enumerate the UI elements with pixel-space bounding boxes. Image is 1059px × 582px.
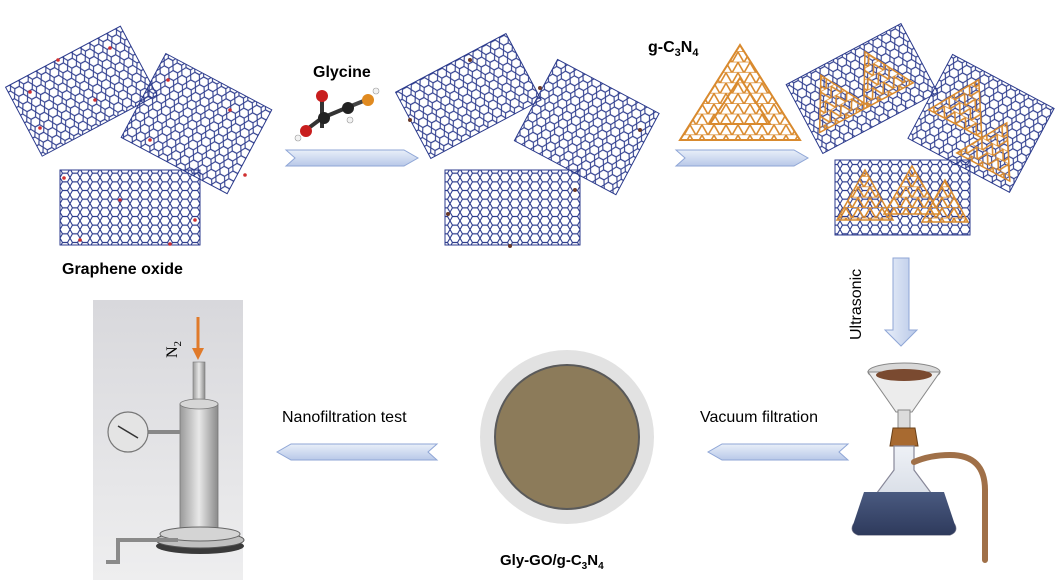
label-gcn-mid: N: [680, 39, 693, 56]
arrow-step-1: [284, 149, 420, 167]
gcn-triangle: [678, 43, 802, 141]
label-n2-sub: 2: [172, 340, 185, 347]
label-graphene-oxide: Graphene oxide: [62, 261, 183, 278]
oxygen-groups: [28, 46, 247, 246]
arrow-nanofiltration: [275, 443, 439, 461]
label-gcn-prefix: g-C: [648, 39, 675, 56]
composite-sheets: [785, 22, 1055, 236]
arrow-ultrasonic: [883, 257, 919, 347]
gly-go-sheets: [394, 32, 660, 248]
label-vacuum-filtration: Vacuum filtration: [700, 409, 818, 426]
label-product-prefix: Gly-GO/g-C: [500, 552, 582, 569]
arrow-step-2: [674, 149, 810, 167]
graphene-oxide-sheets: [4, 25, 273, 246]
label-n2: N2: [164, 341, 184, 358]
membrane-disc: [480, 350, 654, 524]
glycine-molecule: [294, 87, 380, 142]
label-product: Gly-GO/g-C3N4: [500, 552, 604, 572]
label-product-sub1: 3: [581, 561, 588, 572]
label-gcn: g-C3N4: [648, 39, 698, 59]
label-glycine: Glycine: [313, 64, 371, 81]
label-ultrasonic: Ultrasonic: [848, 268, 865, 340]
label-n2-main: N: [164, 346, 181, 358]
nanofiltration-cell: [93, 300, 245, 580]
label-product-sub2: 4: [598, 561, 604, 572]
label-nanofiltration-test: Nanofiltration test: [282, 409, 407, 426]
label-gcn-sub2: 4: [692, 47, 699, 60]
arrow-vacuum: [706, 443, 850, 461]
filtration-apparatus: [851, 362, 988, 563]
label-product-mid: N: [587, 552, 599, 569]
label-gcn-sub1: 3: [674, 47, 681, 60]
